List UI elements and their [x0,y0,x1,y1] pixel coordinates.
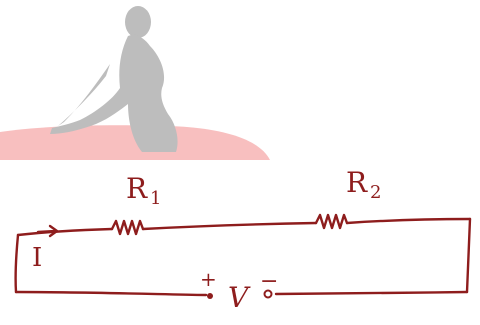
resistor-1-subscript: 1 [150,188,161,209]
wire-left [14,233,20,294]
wire-bottom-right [274,290,469,296]
circuit-wires [14,213,472,297]
minus-sign: − [260,269,278,294]
positive-terminal [207,293,213,299]
resistor-2-symbol [314,213,349,230]
watermark-figure [50,6,178,152]
watermark-arc [0,125,270,160]
wire-right [465,217,472,294]
plus-sign: + [200,267,217,291]
resistor-1-symbol [110,219,145,236]
resistor-2-label: R [346,166,368,199]
negative-terminal [263,289,273,299]
resistor-1-label: R [126,172,148,205]
resistor-2-subscript: 2 [370,182,381,203]
wire-top-middle [141,221,318,231]
current-arrow-icon [36,224,59,238]
voltage-label: V [228,281,251,314]
watermark [0,6,270,160]
wire-bottom-left [14,290,208,297]
current-label: I [32,243,42,273]
wire-top-left [16,227,114,237]
wire-top-right [345,217,472,225]
